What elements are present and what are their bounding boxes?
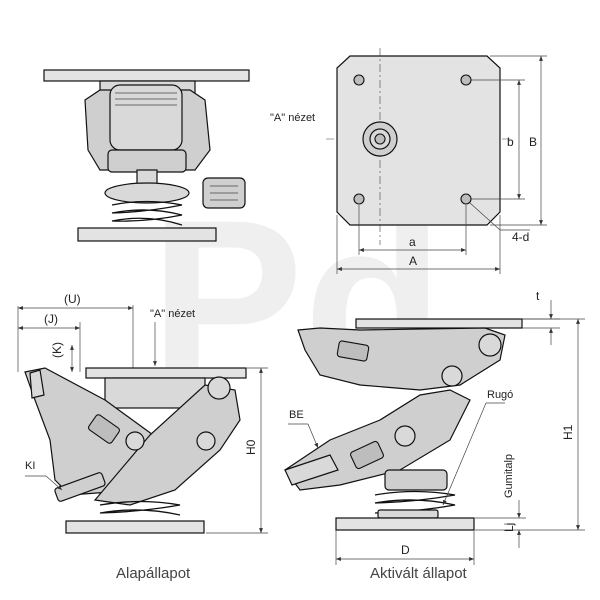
active-upper-slot	[336, 340, 370, 362]
base-pedal-plate	[29, 369, 45, 399]
front-view-cylinder	[109, 84, 183, 151]
dim-a-label: a	[409, 235, 416, 249]
base-view-label: "A" nézet	[150, 308, 195, 320]
base-link-pivot	[207, 376, 231, 400]
active-mid-pivot	[441, 365, 463, 387]
caption-active-state: Aktivált állapot	[370, 565, 468, 582]
dim-K-label: (K)	[50, 342, 64, 358]
top-view-plate	[336, 55, 501, 226]
top-view-label: "A" nézet	[270, 112, 315, 124]
base-lower-pivot	[196, 431, 216, 451]
label-KI: KI	[25, 460, 35, 472]
dim-B-label: B	[529, 135, 537, 149]
base-arm-slot	[87, 414, 121, 444]
dim-t-label: t	[536, 289, 540, 303]
active-lock-body	[384, 469, 448, 491]
front-view-lock-body	[107, 149, 187, 173]
dim-A-label: A	[409, 254, 417, 268]
active-pedal-plate	[284, 454, 339, 486]
top-view-hole-4	[460, 193, 472, 205]
base-top-plate	[85, 367, 247, 379]
top-view-hole-2	[460, 74, 472, 86]
front-view-rubber-foot	[77, 227, 217, 242]
label-spring: Rugó	[487, 389, 513, 401]
active-state-view: t H1 Lj Gumitalp BE Rugó	[284, 289, 585, 565]
dim-D-label: D	[401, 543, 410, 557]
holes-label: 4-d	[512, 230, 529, 244]
base-link-arm	[93, 384, 241, 506]
base-spring	[99, 500, 181, 516]
dim-Lj-label: Lj	[502, 523, 516, 532]
label-BE: BE	[289, 409, 304, 421]
label-rubber: Gumitalp	[503, 454, 515, 498]
active-spring	[374, 490, 456, 514]
dim-J-label: (J)	[44, 312, 58, 326]
dim-H0-label: H0	[244, 439, 258, 455]
front-view-top-plate	[43, 69, 250, 82]
active-lower-slot	[350, 440, 384, 470]
front-view-spring	[111, 200, 183, 226]
active-lower-pivot	[394, 425, 416, 447]
active-rubber-foot	[335, 517, 475, 531]
active-top-plate	[355, 318, 523, 329]
top-view: "A" nézet a A b B 4-d	[270, 48, 547, 274]
base-rubber-foot	[65, 520, 205, 534]
active-top-pivot	[478, 333, 502, 357]
dim-U-label: (U)	[64, 292, 81, 306]
top-view-hole-1	[353, 74, 365, 86]
front-view	[43, 69, 250, 242]
base-release-pad	[54, 472, 106, 502]
top-view-hole-3	[353, 193, 365, 205]
holes-leader	[469, 202, 501, 231]
dim-b-label: b	[507, 135, 514, 149]
active-rubber-pad	[377, 509, 439, 519]
caption-base-state: Alapállapot	[116, 565, 191, 582]
base-state-view: (U) (J) (K) "A" nézet H0 KI	[17, 292, 268, 534]
base-center-pivot	[125, 431, 145, 451]
dim-H1-label: H1	[561, 424, 575, 440]
front-view-cup	[104, 182, 190, 204]
